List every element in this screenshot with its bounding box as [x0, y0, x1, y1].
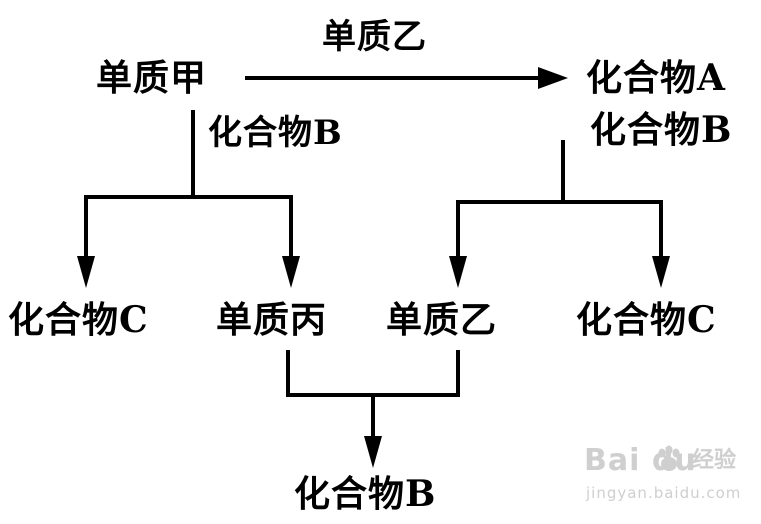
baidu-jingyan-watermark: Bai du 经验 jingyan.baidu.com: [584, 445, 754, 514]
arrow-to-final-compound-b: [364, 436, 382, 468]
watermark-url: jingyan.baidu.com: [586, 484, 742, 502]
arrow-to-compound-c-left: [77, 256, 95, 288]
node-element-bing: 单质丙: [216, 299, 328, 341]
watermark-cn: 经验: [692, 448, 737, 473]
node-element-jia: 单质甲: [96, 57, 208, 99]
node-compound-c-left: 化合物C: [8, 299, 149, 341]
node-compound-c-right: 化合物C: [576, 299, 717, 341]
edge-label-left-stem: 化合物B: [208, 113, 343, 153]
node-compound-b-final: 化合物B: [294, 473, 437, 515]
paw-icon: [658, 445, 680, 471]
arrow-to-element-yi: [449, 256, 467, 288]
node-compound-b-top: 化合物B: [590, 109, 733, 151]
edge-label-top-arrow: 单质乙: [322, 17, 427, 57]
arrow-to-compound-c-right: [652, 256, 670, 288]
arrow-to-element-bing: [282, 256, 300, 288]
node-compound-a: 化合物A: [586, 57, 726, 99]
node-element-yi: 单质乙: [386, 299, 498, 341]
arrow-top-head: [538, 67, 568, 89]
